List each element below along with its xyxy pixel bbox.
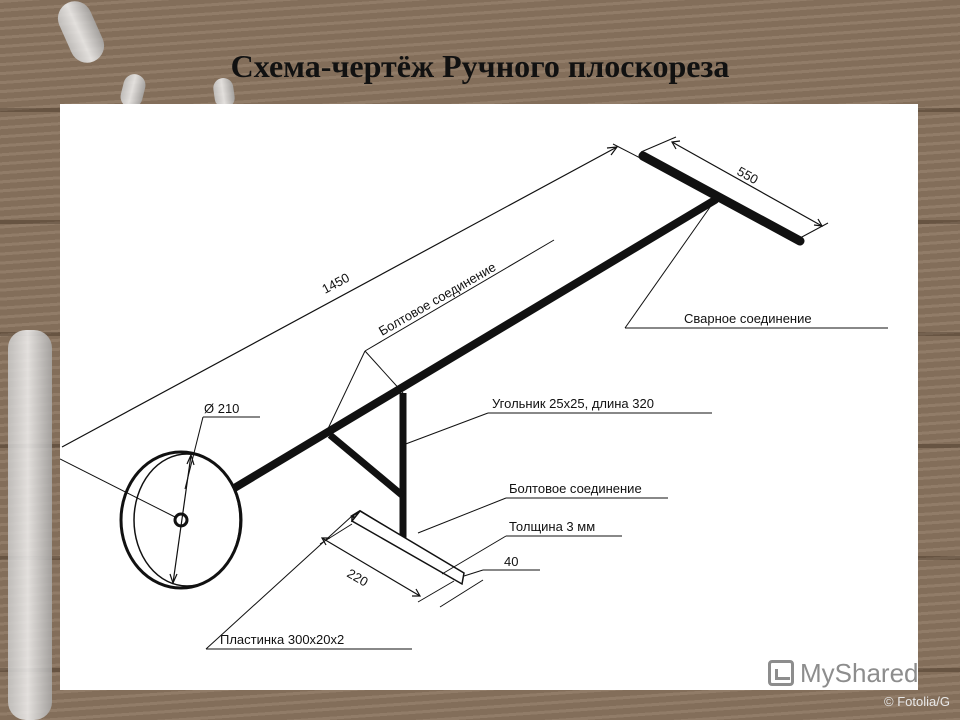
drawing-canvas: Ø 210 1450 550 220 40 Болтово	[60, 136, 888, 650]
thickness-label: Толщина 3 мм	[509, 519, 595, 534]
dim-220-label: 220	[345, 566, 371, 590]
dim-220-ext-right	[417, 580, 455, 603]
dim-220-line	[321, 537, 421, 597]
main-shaft	[177, 196, 719, 524]
bolt-bottom-label: Болтовое соединение	[509, 481, 642, 496]
bolt-top-label: Болтовое соединение	[376, 259, 498, 338]
angle-label: Угольник 25х25, длина 320	[492, 396, 654, 411]
bolt-top-shelf	[364, 239, 555, 352]
wrench-left	[8, 330, 52, 720]
diameter-arrow-bottom	[169, 573, 178, 585]
thickness-leader	[441, 535, 507, 575]
dim-220-arrow-right	[412, 588, 422, 597]
photo-credit: © Fotolia/G	[884, 694, 950, 709]
diagonal-brace	[327, 432, 406, 499]
page-title: Схема-чертёж Ручного плоскореза	[230, 48, 730, 84]
presentation-icon	[768, 660, 794, 686]
plate-label: Пластинка 300х20х2	[220, 632, 344, 647]
dim-1450-arrow	[606, 146, 619, 156]
dim-1450-ext-left	[60, 458, 178, 519]
watermark: MyShared	[768, 656, 919, 690]
dim-550-arrow-right	[813, 218, 824, 227]
base-plate-side	[350, 510, 465, 586]
dim-550-arrow-left	[671, 140, 681, 150]
dim-40-label: 40	[504, 554, 518, 569]
bolt-bottom-leader	[417, 497, 507, 534]
dim-550-ext-right	[799, 222, 829, 239]
dim-40-line	[439, 579, 484, 608]
dim-550-label: 550	[735, 164, 761, 188]
weld-label: Сварное соединение	[684, 311, 812, 326]
dim-40-leader	[463, 569, 484, 577]
diameter-leader	[184, 416, 204, 490]
t-handle	[638, 151, 805, 246]
diameter-label: Ø 210	[204, 401, 239, 416]
dim-1450-line	[61, 146, 618, 448]
diameter-arrow-top	[186, 453, 195, 466]
angle-leader	[402, 412, 489, 446]
plate-leader	[205, 515, 353, 650]
dim-550-line	[671, 141, 823, 227]
weld-leader	[624, 199, 716, 329]
dim-1450-ext-right	[612, 143, 645, 161]
drawing-panel: Ø 210 1450 550 220 40 Болтово	[60, 104, 918, 690]
dim-550-ext-left	[640, 136, 677, 153]
bolt-top-leader-2	[364, 350, 404, 394]
wheel-rim	[133, 453, 241, 587]
watermark-brand: MyShared	[800, 657, 919, 688]
bolt-top-leader-1	[324, 350, 366, 436]
